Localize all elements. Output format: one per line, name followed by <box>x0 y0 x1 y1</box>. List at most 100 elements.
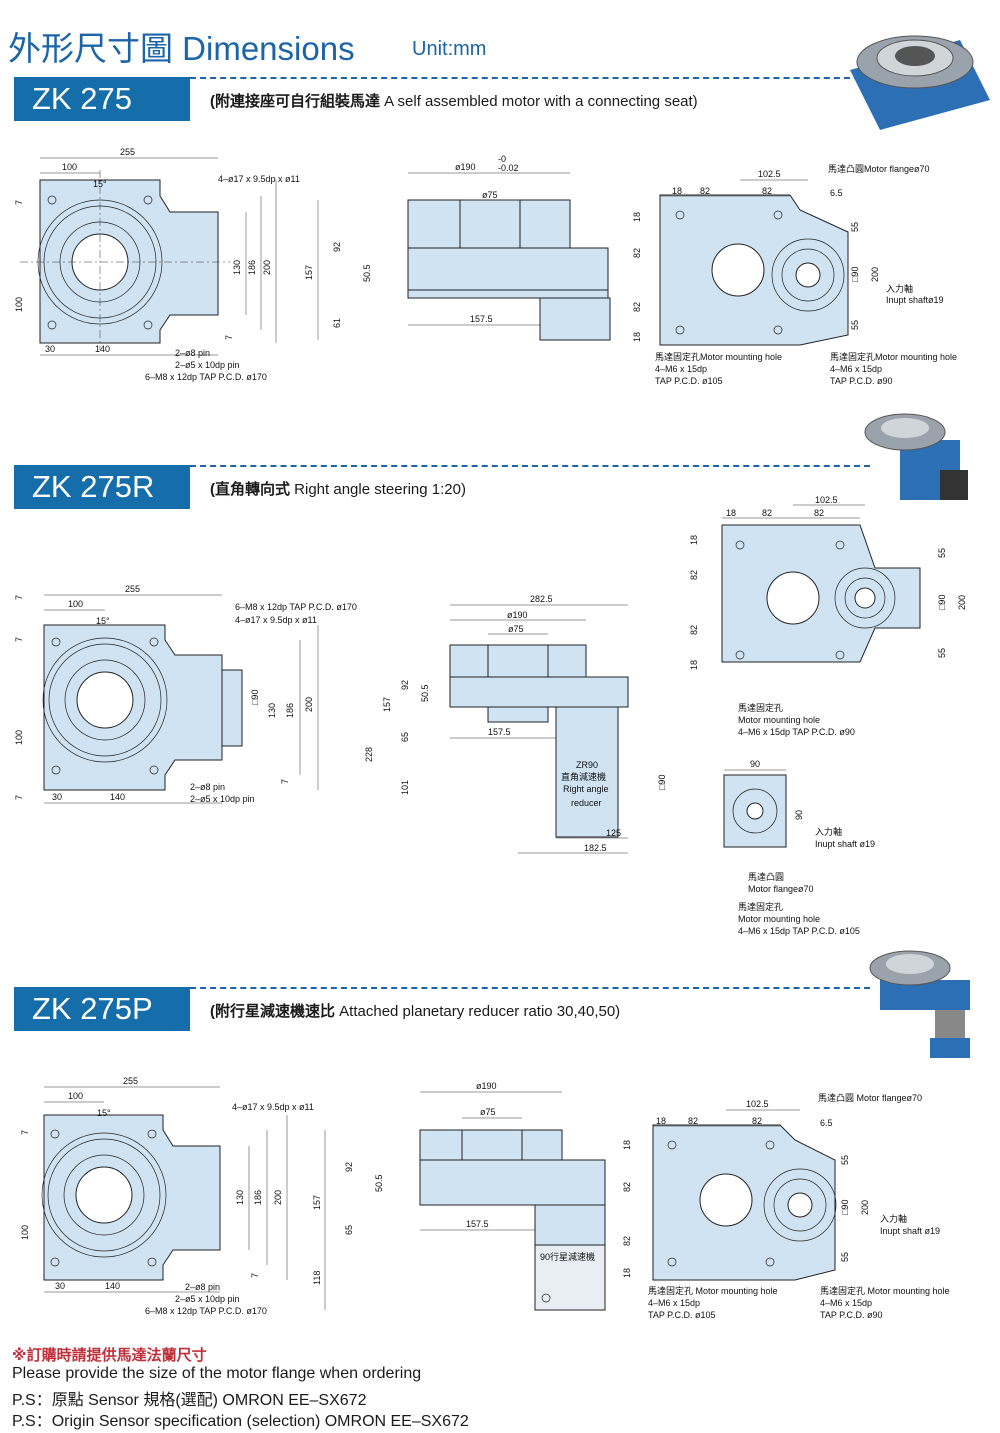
svg-text:6–M8 x 12dp TAP P.C.D. ø170: 6–M8 x 12dp TAP P.C.D. ø170 <box>145 1306 267 1316</box>
svg-text:ø190: ø190 <box>476 1081 497 1091</box>
svg-text:157.5: 157.5 <box>466 1219 489 1229</box>
svg-text:7: 7 <box>14 595 24 600</box>
zk275r-side-view: ZR90 直角減速機 Right angle reducer 282.5 ø19… <box>364 594 667 854</box>
svg-text:7: 7 <box>14 637 24 642</box>
svg-text:92: 92 <box>332 242 342 252</box>
svg-text:61: 61 <box>332 318 342 328</box>
svg-text:馬達固定孔: 馬達固定孔 <box>738 901 783 912</box>
svg-text:Motor flangeø70: Motor flangeø70 <box>748 884 814 894</box>
svg-text:55: 55 <box>850 320 860 330</box>
unit-label: Unit:mm <box>412 38 487 60</box>
svg-text:TAP P.C.D. ø105: TAP P.C.D. ø105 <box>655 376 723 386</box>
svg-text:7: 7 <box>20 1130 30 1135</box>
zk275r-top-view: 255 100 15° 7 7 100 7 7 30 140 □90 130 1… <box>14 584 357 804</box>
svg-text:□90: □90 <box>850 267 860 282</box>
svg-text:Inupt shaft ø19: Inupt shaft ø19 <box>880 1226 940 1236</box>
svg-text:□90: □90 <box>250 690 260 705</box>
svg-text:82: 82 <box>762 186 772 196</box>
zk275-side-view: ø190 -0 -0.02 ø75 157 92 50.5 61 157.5 <box>304 154 611 341</box>
svg-text:102.5: 102.5 <box>758 169 781 179</box>
svg-text:6–M8 x 12dp TAP P.C.D. ø170: 6–M8 x 12dp TAP P.C.D. ø170 <box>145 372 267 382</box>
divider <box>190 77 860 79</box>
product-photo-zk275p <box>869 950 970 1058</box>
svg-text:157: 157 <box>382 697 392 712</box>
svg-text:ø75: ø75 <box>480 1107 496 1117</box>
svg-text:15°: 15° <box>96 616 110 626</box>
svg-text:100: 100 <box>62 162 77 172</box>
svg-text:100: 100 <box>68 1091 83 1101</box>
svg-text:157: 157 <box>312 1195 322 1210</box>
zk275-motor-view: 18 82 82 102.5 6.5 馬達凸圓Motor flangeø70 1… <box>632 163 957 386</box>
svg-text:55: 55 <box>840 1252 850 1262</box>
sensor-note-zh: P.S：原點 Sensor 規格(選配) OMRON EE–SX672 <box>12 1392 367 1409</box>
svg-text:4–ø17 x 9.5dp x ø11: 4–ø17 x 9.5dp x ø11 <box>218 174 300 184</box>
svg-text:□90: □90 <box>840 1200 850 1215</box>
svg-text:65: 65 <box>344 1225 354 1235</box>
svg-text:2–ø8 pin: 2–ø8 pin <box>190 782 225 792</box>
svg-text:140: 140 <box>95 344 110 354</box>
svg-text:55: 55 <box>937 648 947 658</box>
svg-text:馬達凸圓: 馬達凸圓 <box>748 871 784 882</box>
svg-text:Inupt shaftø19: Inupt shaftø19 <box>886 295 944 305</box>
svg-text:Inupt shaft ø19: Inupt shaft ø19 <box>815 839 875 849</box>
svg-text:228: 228 <box>364 747 374 762</box>
section-band-zk275p: ZK 275P <box>14 987 190 1031</box>
svg-text:200: 200 <box>273 1190 283 1205</box>
zk275-top-view: 255 100 15° 7 100 7 30 140 130 186 200 4… <box>14 147 300 382</box>
svg-text:馬達凸圓 Motor flangeø70: 馬達凸圓 Motor flangeø70 <box>818 1092 922 1103</box>
svg-text:30: 30 <box>45 344 55 354</box>
svg-text:92: 92 <box>400 680 410 690</box>
svg-text:7: 7 <box>14 200 24 205</box>
zk275p-side-view: 90行星減速機 ø190 ø75 157 118 92 50.5 65 157.… <box>312 1081 606 1311</box>
svg-text:102.5: 102.5 <box>746 1099 769 1109</box>
svg-text:4–M6 x 15dp: 4–M6 x 15dp <box>820 1298 872 1308</box>
svg-text:15°: 15° <box>93 179 107 189</box>
svg-text:82: 82 <box>689 625 699 635</box>
svg-text:82: 82 <box>814 508 824 518</box>
svg-text:馬達固定孔 Motor mounting hole: 馬達固定孔 Motor mounting hole <box>820 1285 950 1296</box>
svg-text:30: 30 <box>52 792 62 802</box>
svg-text:82: 82 <box>700 186 710 196</box>
svg-text:2–ø8 pin: 2–ø8 pin <box>185 1282 220 1292</box>
divider <box>190 465 870 467</box>
svg-text:92: 92 <box>344 1162 354 1172</box>
svg-text:ZR90: ZR90 <box>576 760 598 770</box>
svg-text:82: 82 <box>632 248 642 258</box>
svg-text:100: 100 <box>20 1225 30 1240</box>
svg-text:140: 140 <box>110 792 125 802</box>
svg-text:馬達固定孔: 馬達固定孔 <box>738 702 783 713</box>
svg-text:馬達固定孔 Motor mounting hole: 馬達固定孔 Motor mounting hole <box>648 1285 778 1296</box>
svg-text:200: 200 <box>304 697 314 712</box>
svg-text:7: 7 <box>224 335 234 340</box>
svg-text:直角減速機: 直角減速機 <box>561 771 606 782</box>
svg-text:TAP P.C.D. ø90: TAP P.C.D. ø90 <box>820 1310 883 1320</box>
svg-text:4–M6 x 15dp TAP P.C.D. ø90: 4–M6 x 15dp TAP P.C.D. ø90 <box>738 727 855 737</box>
svg-text:TAP P.C.D. ø105: TAP P.C.D. ø105 <box>648 1310 716 1320</box>
svg-text:55: 55 <box>937 548 947 558</box>
svg-text:7: 7 <box>14 795 24 800</box>
svg-text:90行星減速機: 90行星減速機 <box>540 1251 595 1262</box>
svg-text:18: 18 <box>622 1268 632 1278</box>
svg-text:50.5: 50.5 <box>420 684 430 702</box>
svg-text:-0: -0 <box>498 154 506 164</box>
svg-text:Motor mounting hole: Motor mounting hole <box>738 715 820 725</box>
svg-text:Right angle: Right angle <box>563 784 609 794</box>
zk275r-motor-view: 18 82 82 102.5 18 82 82 18 55 □90 55 200… <box>689 495 967 936</box>
svg-text:馬達固定孔Motor mounting hole: 馬達固定孔Motor mounting hole <box>830 351 957 362</box>
svg-text:125: 125 <box>606 828 621 838</box>
svg-text:50.5: 50.5 <box>362 264 372 282</box>
svg-text:4–ø17 x 9.5dp x ø11: 4–ø17 x 9.5dp x ø11 <box>232 1102 314 1112</box>
svg-text:ø75: ø75 <box>482 190 498 200</box>
svg-text:186: 186 <box>247 260 257 275</box>
svg-text:馬達凸圓Motor flangeø70: 馬達凸圓Motor flangeø70 <box>828 163 930 174</box>
svg-text:2–ø5 x 10dp pin: 2–ø5 x 10dp pin <box>175 360 240 370</box>
svg-text:18: 18 <box>622 1140 632 1150</box>
svg-text:82: 82 <box>762 508 772 518</box>
svg-text:□90: □90 <box>937 595 947 610</box>
svg-text:55: 55 <box>840 1155 850 1165</box>
svg-text:4–M6 x 15dp TAP P.C.D. ø105: 4–M6 x 15dp TAP P.C.D. ø105 <box>738 926 860 936</box>
svg-text:入力軸: 入力軸 <box>815 826 842 837</box>
svg-text:50.5: 50.5 <box>374 1174 384 1192</box>
svg-text:90: 90 <box>794 810 804 820</box>
svg-text:100: 100 <box>14 730 24 745</box>
